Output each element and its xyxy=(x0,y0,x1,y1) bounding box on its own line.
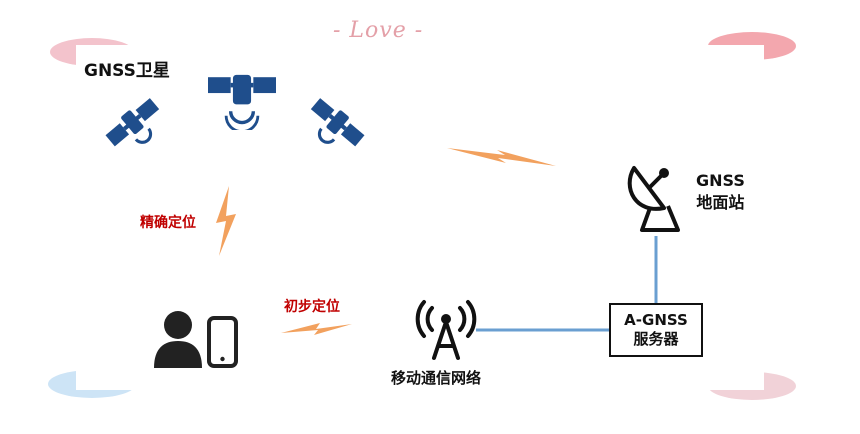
satellite-icon xyxy=(208,74,276,130)
precise-positioning-label: 精确定位 xyxy=(140,215,196,231)
satellites-label: GNSS卫星 xyxy=(84,61,170,81)
frame-script-text: - Love - xyxy=(333,18,424,43)
satellite-icon xyxy=(105,98,160,147)
ground-station-label-line2: 地面站 xyxy=(696,193,745,212)
agnss-server-line1: A-GNSS xyxy=(624,311,688,329)
lightning-bolt-icon xyxy=(216,186,236,256)
agnss-server-box: A-GNSS 服务器 xyxy=(609,303,703,357)
ground-station-label-line1: GNSS xyxy=(696,171,745,190)
cell-tower-icon xyxy=(415,300,477,360)
person-icon xyxy=(164,311,192,339)
satellite-icon xyxy=(310,98,365,147)
phone-icon xyxy=(207,316,238,368)
lightning-bolt-icon xyxy=(281,323,352,335)
mobile-network-label: 移动通信网络 xyxy=(391,369,482,387)
satellite-dish-icon xyxy=(627,166,680,232)
lightning-bolt-icon xyxy=(447,148,556,166)
agnss-server-line2: 服务器 xyxy=(633,330,679,348)
user-with-phone-icon xyxy=(154,311,238,368)
ground-station-label: GNSS 地面站 xyxy=(696,170,745,214)
initial-positioning-label: 初步定位 xyxy=(284,299,340,315)
